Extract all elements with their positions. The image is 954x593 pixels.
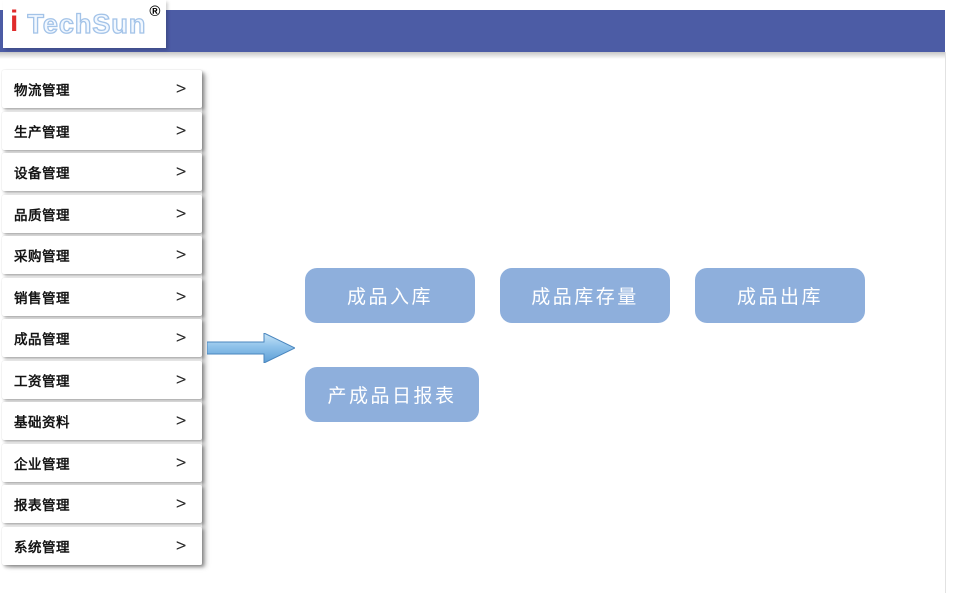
sidebar-item-production[interactable]: 生产管理 > xyxy=(2,111,202,150)
sidebar-item-label: 企业管理 xyxy=(14,456,70,472)
chevron-right-icon: > xyxy=(175,204,187,223)
sidebar-item-sales[interactable]: 销售管理 > xyxy=(2,277,202,316)
chevron-right-icon: > xyxy=(175,287,187,306)
button-row-1: 成品入库 成品库存量 成品出库 xyxy=(305,268,865,323)
content-area: 成品入库 成品库存量 成品出库 产成品日报表 xyxy=(305,268,865,422)
sidebar-menu: 物流管理 > 生产管理 > 设备管理 > 品质管理 > 采购管理 > xyxy=(2,70,202,565)
sidebar-item-label: 销售管理 xyxy=(14,290,70,306)
button-label: 成品出库 xyxy=(736,287,823,308)
sidebar-item-equipment[interactable]: 设备管理 > xyxy=(2,153,202,191)
sidebar-item-quality[interactable]: 品质管理 > xyxy=(2,194,202,233)
chevron-right-icon: > xyxy=(175,536,187,555)
sidebar-item-reports[interactable]: 报表管理 > xyxy=(2,485,202,523)
sidebar-item-label: 设备管理 xyxy=(14,166,70,181)
content-right-border xyxy=(945,52,946,593)
button-label: 成品库存量 xyxy=(531,287,639,308)
chevron-right-icon: > xyxy=(175,79,187,99)
finished-goods-inbound-button[interactable]: 成品入库 xyxy=(305,268,475,323)
sidebar-item-label: 物流管理 xyxy=(14,83,70,98)
sidebar-item-label: 生产管理 xyxy=(14,124,70,140)
sidebar-item-label: 采购管理 xyxy=(14,249,70,264)
sidebar-item-purchasing[interactable]: 采购管理 > xyxy=(2,236,202,274)
chevron-right-icon: > xyxy=(175,121,187,140)
button-row-2: 产成品日报表 xyxy=(305,367,865,422)
sidebar-item-label: 成品管理 xyxy=(14,332,70,347)
chevron-right-icon: > xyxy=(175,494,187,514)
logo-brand-name: TechSun xyxy=(27,8,147,39)
logo-prefix-letter: i xyxy=(10,5,19,38)
sidebar-item-logistics[interactable]: 物流管理 > xyxy=(2,70,202,108)
flow-arrow-icon xyxy=(207,333,295,363)
sidebar-item-label: 基础资料 xyxy=(14,415,70,430)
sidebar-item-wages[interactable]: 工资管理 > xyxy=(2,360,202,399)
sidebar-item-label: 工资管理 xyxy=(14,373,70,389)
header-shadow xyxy=(0,52,945,59)
finished-goods-outbound-button[interactable]: 成品出库 xyxy=(695,268,865,323)
sidebar-item-label: 品质管理 xyxy=(14,207,70,223)
chevron-right-icon: > xyxy=(175,162,187,182)
chevron-right-icon: > xyxy=(175,328,187,348)
chevron-right-icon: > xyxy=(175,411,187,431)
sidebar-item-enterprise[interactable]: 企业管理 > xyxy=(2,443,202,482)
sidebar-item-system[interactable]: 系统管理 > xyxy=(2,526,202,565)
sidebar-item-label: 系统管理 xyxy=(14,539,70,555)
finished-goods-stock-button[interactable]: 成品库存量 xyxy=(500,268,670,323)
button-label: 成品入库 xyxy=(346,287,433,308)
chevron-right-icon: > xyxy=(175,245,187,265)
chevron-right-icon: > xyxy=(175,453,187,472)
logo: i TechSun ® xyxy=(3,0,166,48)
chevron-right-icon: > xyxy=(175,370,187,389)
registered-trademark-icon: ® xyxy=(149,3,161,20)
sidebar-item-finished-goods[interactable]: 成品管理 > xyxy=(2,319,202,357)
finished-goods-daily-report-button[interactable]: 产成品日报表 xyxy=(305,367,479,422)
sidebar-item-label: 报表管理 xyxy=(14,498,70,513)
button-label: 产成品日报表 xyxy=(327,386,457,407)
sidebar-item-basic-data[interactable]: 基础资料 > xyxy=(2,402,202,440)
